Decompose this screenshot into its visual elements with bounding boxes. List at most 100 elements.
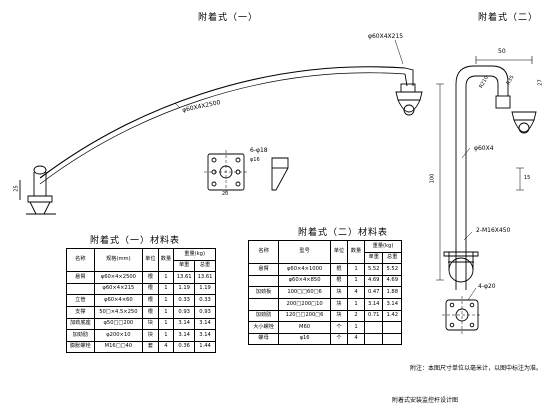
table-cell: 1: [157, 271, 175, 284]
table-cell: 3.14: [194, 317, 216, 331]
table-cell: 13.61: [173, 271, 196, 284]
table-cell: 悬臂: [66, 271, 95, 284]
table-cell: 螺母: [247, 332, 280, 346]
table-cell: 13.61: [194, 271, 216, 284]
dim-27: 27: [537, 79, 544, 86]
table-cell: 1.19: [194, 282, 216, 296]
table-cell: 2: [346, 309, 365, 323]
table-cell: 1: [346, 263, 365, 276]
table-cell: φ60×4×1000: [278, 263, 331, 276]
table-cell: 0.36: [173, 340, 196, 354]
table-cell: φ16: [278, 332, 331, 346]
table-cell: 0.93: [173, 305, 196, 319]
dim-25: 25: [13, 185, 20, 192]
table-cell: [363, 332, 384, 346]
table-cell: 根: [142, 282, 159, 296]
table-header-cell: 单位: [329, 239, 348, 265]
table-cell: 膨胀螺栓: [66, 340, 95, 354]
table-cell: 块: [329, 297, 348, 311]
table-cell: [382, 332, 402, 346]
table-cell: 5.52: [363, 263, 384, 276]
table-cell: φ50□□200: [93, 317, 144, 331]
table-cell: φ60×4×850: [278, 274, 331, 288]
table-cell: 块: [142, 329, 159, 342]
table-cell: 根: [142, 294, 159, 307]
curved-arm-inner: [39, 72, 406, 185]
table-cell: 0.33: [194, 294, 216, 307]
table-cell: 1.88: [382, 286, 402, 299]
table-cell: φ60×4×215: [93, 282, 144, 296]
dim-15: 15: [524, 175, 531, 181]
table-cell: 个: [329, 321, 348, 334]
table-header-cell: 重量(kg): [363, 240, 403, 253]
table-cell: 立管: [66, 294, 95, 307]
dim-flange-center: 20: [222, 191, 229, 197]
bracket-detail: [271, 157, 289, 191]
table-cell: 1.19: [173, 282, 196, 296]
dim-phi20: 4-φ20: [478, 283, 496, 290]
base-plate-2: [442, 296, 482, 334]
table-cell: 4.69: [363, 274, 384, 288]
table-header-cell: 单重: [173, 259, 196, 273]
table-cell: 200□200□10: [278, 297, 331, 311]
table-header-cell: 数量: [346, 239, 365, 265]
table-cell: 1: [157, 294, 175, 307]
dim-pipe-2: φ60X4: [474, 145, 494, 152]
table-header-cell: 总重: [194, 259, 216, 273]
table-header-cell: 单重: [363, 251, 384, 265]
table-cell: 3.14: [173, 329, 196, 342]
table-cell: 5.52: [382, 263, 402, 276]
table1-title: 附着式（一）材料表: [90, 236, 181, 246]
table-cell: M16□□40: [93, 340, 144, 354]
table-cell: 1: [157, 305, 175, 319]
table-header-cell: 单位: [142, 247, 159, 273]
table-header-cell: 规格(mm): [93, 247, 144, 273]
table-cell: 1.42: [382, 309, 402, 323]
table-cell: 4: [157, 340, 175, 354]
table-cell: 0.47: [363, 286, 384, 299]
table-cell: φ60×4×2500: [93, 271, 144, 284]
table-cell: 1: [346, 321, 365, 334]
table-cell: 1: [346, 274, 365, 288]
table-cell: φ200×10: [93, 329, 144, 342]
camera-dome-2: [495, 95, 537, 134]
dim-bolt-holes: 6-φ18: [250, 147, 268, 154]
dim-flange: φ16: [250, 157, 260, 163]
dim-100: 100: [429, 173, 436, 184]
table-header-cell: 数量: [157, 247, 175, 273]
flange-plan: [204, 150, 248, 194]
title-attach-1: 附着式（一）: [198, 13, 259, 23]
table-cell: φ60×4×60: [93, 294, 144, 307]
table-row: 名称 规格(mm) 单位 数量 重量(kg): [66, 247, 216, 273]
table-cell: [382, 321, 402, 334]
table-cell: 根: [329, 263, 348, 276]
base-support-1: [19, 165, 56, 215]
table-row: 名称 型号 单位 数量 重量(kg): [247, 239, 403, 265]
table-cell: 块: [142, 317, 159, 331]
table-cell: [66, 282, 95, 296]
table-cell: 根: [329, 274, 348, 288]
table-cell: 4: [346, 332, 365, 346]
table-cell: 加劲肋: [247, 309, 280, 323]
table-cell: 根: [142, 271, 159, 284]
table-cell: 套: [142, 340, 159, 354]
table-cell: 加劲肋: [66, 329, 95, 342]
table-cell: 3.14: [363, 297, 384, 311]
dim-bolt-u: 2-M16X450: [476, 227, 511, 234]
table-cell: 3.14: [382, 297, 402, 311]
table-cell: 1: [157, 329, 175, 342]
table-header-cell: 总重: [382, 251, 402, 265]
table-cell: 加劲底座: [66, 317, 95, 331]
table-cell: [247, 297, 280, 311]
